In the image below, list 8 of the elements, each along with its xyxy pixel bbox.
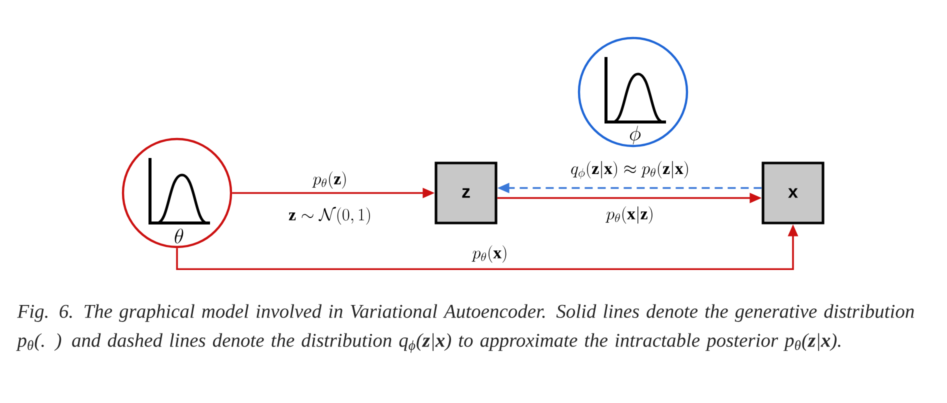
variable-box: x: [762, 162, 824, 224]
edge-label: $p_\theta(\mathbf{x})$: [472, 245, 506, 263]
distribution-label: $\mathbf{z} \sim \mathcal{N}(0, 1)$: [288, 206, 370, 225]
edge-label: $p_\theta(\mathbf{x}|\mathbf{z})$: [606, 206, 652, 224]
edge-label: $p_\theta(\mathbf{z})$: [312, 171, 346, 189]
edge-label: $q_\phi(\mathbf{z}|\mathbf{x}) \approx p_\theta(\mathbf{z}|\mathbf{x})$: [571, 161, 688, 180]
caption: Fig. 6. The graphical model involved in Variational Autoencoder. Solid lines denote the generative distribution p$_{θ}$(. ) and dashed lines denote the distribution q$_{ϕ}$(z|x) to approximate the intractable posterior p$_{θ}$(z|x).: [16, 304, 914, 353]
variable-box: z: [434, 162, 498, 224]
